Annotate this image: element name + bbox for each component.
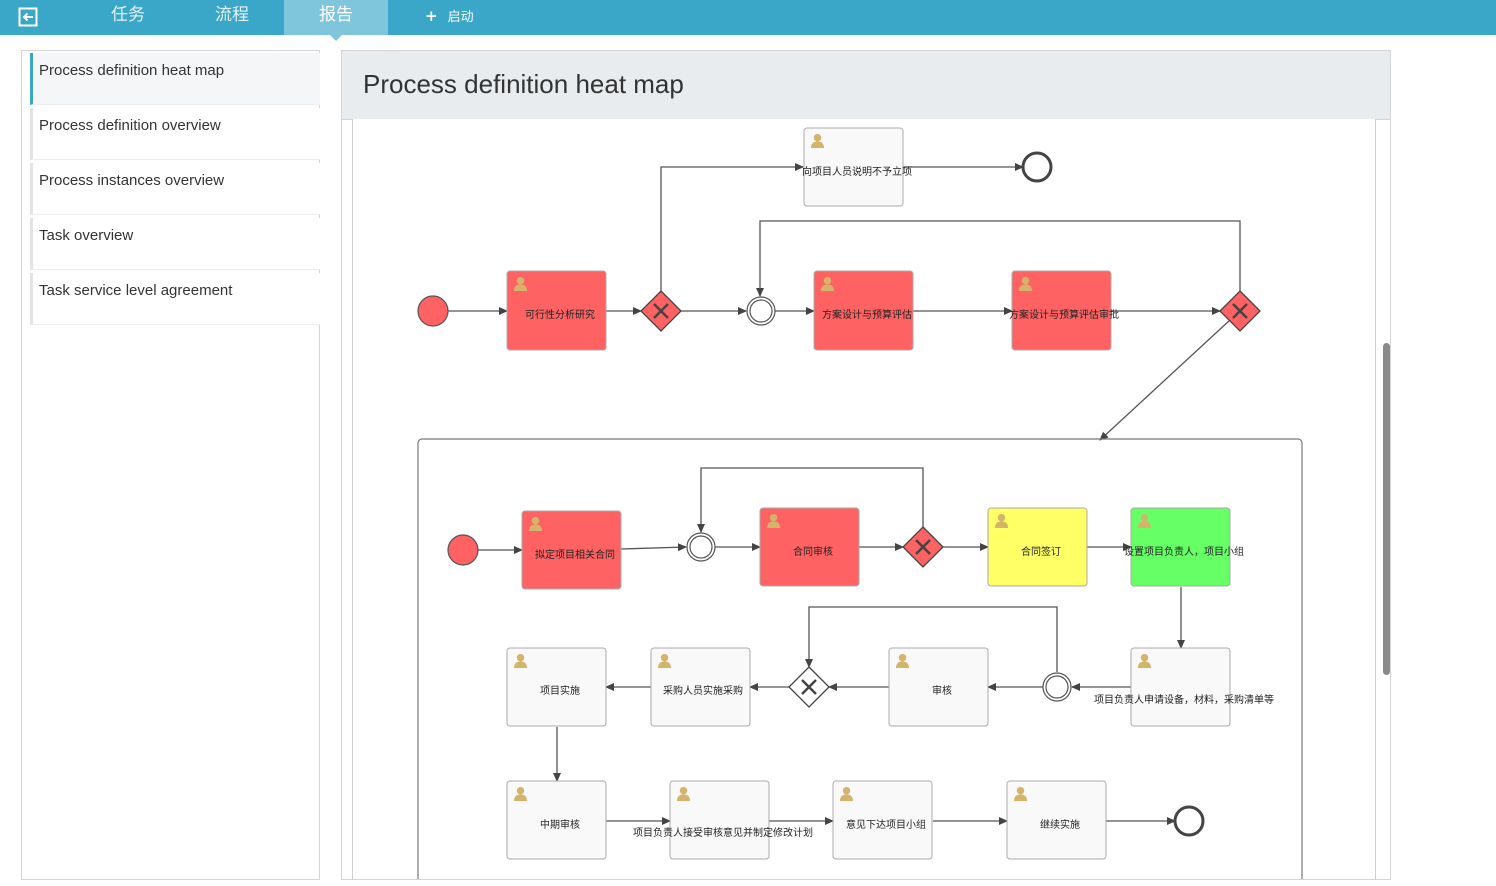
- task-label: 向项目人员说明不予立项: [802, 165, 912, 178]
- task-label: 项目负责人接受审核意见并制定修改计划: [633, 826, 813, 839]
- task-continue[interactable]: 继续实施: [1006, 780, 1107, 860]
- process-diagram: 向项目人员说明不予立项 可行性分析研究 方案设计与预算评估 方案设计与预算评估审…: [417, 127, 1303, 879]
- sidebar-item-task-sla[interactable]: Task service level agreement: [30, 273, 320, 325]
- sidebar-item-label: Task overview: [39, 227, 134, 244]
- subprocess-container: [417, 438, 1303, 879]
- sub-intermediate-event: [686, 532, 716, 562]
- gateway: [1219, 290, 1261, 332]
- start-label: 启动: [447, 10, 474, 25]
- start-event: [417, 295, 449, 327]
- task-label: 意见下达项目小组: [846, 818, 926, 831]
- tab-reports[interactable]: 报告: [284, 0, 388, 41]
- task-label: 审核: [932, 684, 952, 697]
- report-header: Process definition heat map: [342, 51, 1390, 120]
- task-notify[interactable]: 向项目人员说明不予立项: [802, 127, 912, 207]
- task-set-lead[interactable]: 设置项目负责人，项目小组: [1124, 507, 1244, 587]
- report-sidebar: Process definition heat map Process defi…: [21, 50, 320, 880]
- task-label: 拟定项目相关合同: [535, 548, 615, 561]
- task-label: 中期审核: [540, 818, 580, 831]
- vertical-scrollbar[interactable]: [1383, 343, 1390, 675]
- task-dispatch[interactable]: 意见下达项目小组: [832, 780, 933, 860]
- task-draft-contract[interactable]: 拟定项目相关合同: [521, 510, 622, 590]
- task-label: 项目实施: [540, 684, 580, 697]
- tab-tasks[interactable]: 任务: [111, 5, 145, 25]
- task-label: 设置项目负责人，项目小组: [1124, 545, 1244, 558]
- report-panel: Process definition heat map: [341, 50, 1391, 880]
- sub-intermediate-event: [1042, 672, 1072, 702]
- gateway: [902, 526, 944, 568]
- diagram-viewport[interactable]: 向项目人员说明不予立项 可行性分析研究 方案设计与预算评估 方案设计与预算评估审…: [352, 119, 1376, 879]
- task-contract-review[interactable]: 合同审核: [759, 507, 860, 587]
- gateway: [788, 666, 830, 708]
- task-label: 采购人员实施采购: [663, 684, 743, 697]
- sidebar-item-heat-map[interactable]: Process definition heat map: [30, 53, 320, 105]
- gateway: [640, 290, 682, 332]
- task-label: 方案设计与预算评估审批: [1009, 308, 1119, 321]
- sub-start-event: [447, 534, 479, 566]
- start-button[interactable]: + 启动: [425, 0, 474, 35]
- task-plan[interactable]: 方案设计与预算评估: [813, 270, 914, 351]
- sidebar-item-label: Process instances overview: [39, 172, 225, 189]
- task-apply[interactable]: 项目负责人申请设备，材料，采购清单等: [1094, 647, 1274, 727]
- tab-processes[interactable]: 流程: [215, 5, 249, 25]
- end-event: [1021, 151, 1053, 183]
- task-label: 方案设计与预算评估: [822, 308, 912, 321]
- top-nav-bar: 任务 流程 报告 + 启动: [0, 0, 1496, 41]
- task-label: 项目负责人申请设备，材料，采购清单等: [1094, 693, 1274, 706]
- sidebar-item-label: Process definition heat map: [39, 62, 225, 79]
- sequence-flows: [448, 163, 1241, 825]
- task-revise[interactable]: 项目负责人接受审核意见并制定修改计划: [633, 780, 813, 860]
- task-review[interactable]: 审核: [888, 647, 989, 727]
- task-contract-sign[interactable]: 合同签订: [987, 507, 1088, 587]
- task-feasibility[interactable]: 可行性分析研究: [506, 270, 607, 351]
- task-label: 合同签订: [1021, 545, 1061, 558]
- sidebar-item-instances-overview[interactable]: Process instances overview: [30, 163, 320, 215]
- task-label: 合同审核: [793, 545, 833, 558]
- sidebar-item-label: Task service level agreement: [39, 282, 233, 299]
- plus-icon: +: [425, 7, 438, 25]
- task-procure[interactable]: 采购人员实施采购: [650, 647, 751, 727]
- logout-icon[interactable]: [18, 7, 38, 27]
- task-label: 可行性分析研究: [525, 308, 595, 321]
- sidebar-item-definition-overview[interactable]: Process definition overview: [30, 108, 320, 160]
- tab-reports-label: 报告: [319, 5, 353, 25]
- sub-end-event: [1173, 805, 1205, 837]
- sidebar-item-label: Process definition overview: [39, 117, 221, 134]
- task-label: 继续实施: [1040, 818, 1080, 831]
- sidebar-item-task-overview[interactable]: Task overview: [30, 218, 320, 270]
- task-implement[interactable]: 项目实施: [506, 647, 607, 727]
- task-plan-approve[interactable]: 方案设计与预算评估审批: [1009, 270, 1119, 351]
- intermediate-event: [746, 296, 776, 326]
- page-title: Process definition heat map: [363, 69, 684, 99]
- active-tab-caret: [330, 35, 342, 41]
- task-midterm[interactable]: 中期审核: [506, 780, 607, 860]
